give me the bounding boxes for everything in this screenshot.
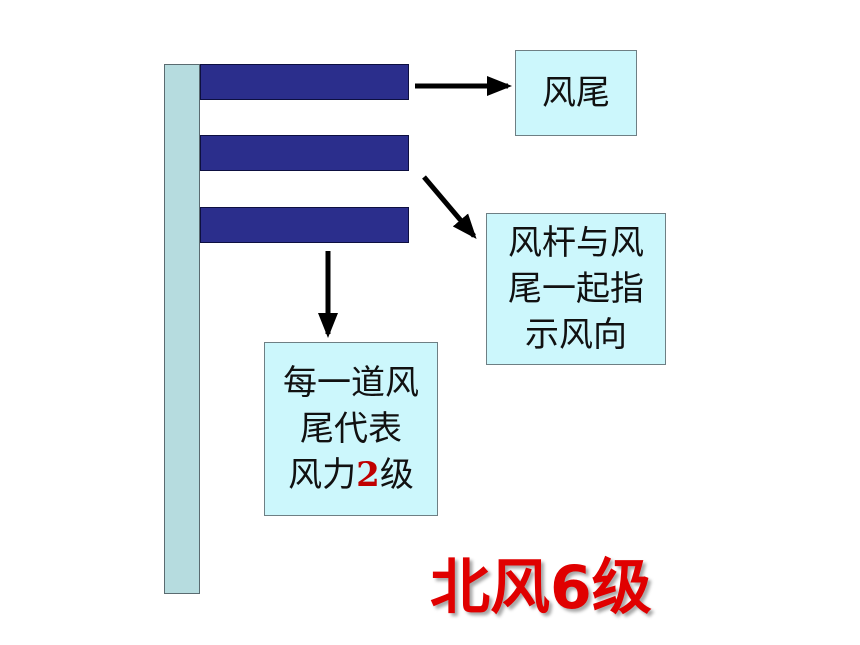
speed-label-box: 每一道风 尾代表 风力2级 — [264, 342, 438, 516]
speed-label-number: 2 — [356, 455, 380, 495]
tail-label-box: 风尾 — [515, 50, 637, 136]
direction-label-line-1: 风杆与风 — [508, 223, 644, 263]
wind-pole — [164, 64, 200, 594]
tail-label: 风尾 — [542, 73, 610, 113]
speed-label-line-3: 风力2级 — [288, 452, 414, 498]
direction-label-box: 风杆与风 尾一起指 示风向 — [486, 213, 666, 365]
caption-north-wind-level: 北风6级 — [430, 553, 652, 623]
wind-barb-1 — [200, 64, 409, 100]
wind-barb-2 — [200, 135, 409, 171]
speed-label-line-1: 每一道风 — [283, 363, 419, 403]
direction-label-line-2: 尾一起指 — [508, 269, 644, 309]
arrow-to-direction-label — [422, 175, 477, 240]
speed-label-prefix: 风力 — [288, 455, 357, 495]
wind-barb-3 — [200, 207, 409, 243]
direction-label-line-3: 示风向 — [525, 315, 627, 355]
speed-label-line-2: 尾代表 — [300, 409, 402, 449]
speed-label-suffix: 级 — [379, 455, 414, 495]
